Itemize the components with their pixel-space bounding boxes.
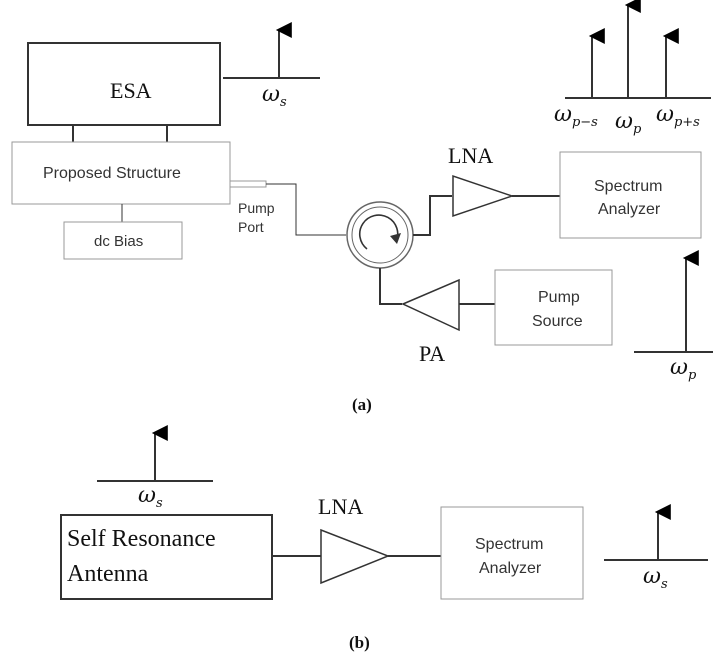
- caption-b: (b): [349, 633, 370, 652]
- esa-box: [27, 42, 221, 126]
- dc-bias-box: [63, 221, 183, 260]
- pa-amplifier: [401, 278, 460, 332]
- spectrum-analyzer-label-line2: Analyzer: [598, 201, 661, 218]
- mixing-spectrum-icon: ωp−s ωp ωp+s: [554, 0, 711, 137]
- pump-port-connector: [229, 180, 267, 188]
- spectrum-analyzer-box: [559, 151, 702, 239]
- diagram-a: ESA Proposed Structure dc Bias Pump Port…: [11, 0, 713, 414]
- pump-source-box: [494, 269, 613, 346]
- signal-spectrum-icon-ws: ωs: [223, 22, 320, 110]
- spectrum-analyzer-b-label-line2: Analyzer: [479, 560, 542, 577]
- lna-amplifier: [452, 174, 515, 218]
- diagram-b: ωs Self Resonance Antenna LNA Spectrum A…: [60, 425, 708, 652]
- pump-port-label-line2: Port: [238, 219, 264, 235]
- spectrum-analyzer-b-label-line1: Spectrum: [475, 536, 543, 553]
- lna-amplifier-b: [320, 528, 391, 585]
- pump-source-label-line2: Source: [532, 313, 583, 330]
- svg-text:ωs: ωs: [262, 82, 287, 110]
- svg-text:ωs: ωs: [643, 564, 668, 592]
- pump-port-label-line1: Pump: [238, 200, 275, 216]
- proposed-structure-label: Proposed Structure: [43, 165, 181, 182]
- dc-bias-label: dc Bias: [94, 233, 143, 250]
- circulator: [346, 201, 414, 269]
- svg-text:ωs: ωs: [138, 483, 163, 511]
- antenna-label-line2: Antenna: [67, 561, 149, 587]
- pump-spectrum-icon-wp: ωp: [634, 250, 713, 383]
- circulator-rotation-icon: [358, 214, 399, 250]
- svg-text:ωp: ωp: [670, 355, 697, 383]
- signal-spectrum-icon-ws-right: ωs: [604, 504, 708, 592]
- proposed-structure-box: [11, 141, 231, 205]
- spectrum-analyzer-box-b: [440, 506, 584, 600]
- svg-text:ωp+s: ωp+s: [656, 102, 700, 130]
- svg-text:ωp−s: ωp−s: [554, 102, 598, 130]
- signal-spectrum-icon-ws-left: ωs: [97, 425, 213, 511]
- lna-label-b: LNA: [318, 494, 363, 519]
- esa-label: ESA: [110, 78, 152, 103]
- pump-source-label-line1: Pump: [538, 289, 580, 306]
- pa-label: PA: [419, 341, 445, 366]
- antenna-label-line1: Self Resonance: [67, 526, 216, 552]
- lna-label: LNA: [448, 143, 493, 168]
- spectrum-analyzer-label-line1: Spectrum: [594, 178, 662, 195]
- svg-text:ωp: ωp: [615, 109, 642, 137]
- caption-a: (a): [352, 395, 372, 414]
